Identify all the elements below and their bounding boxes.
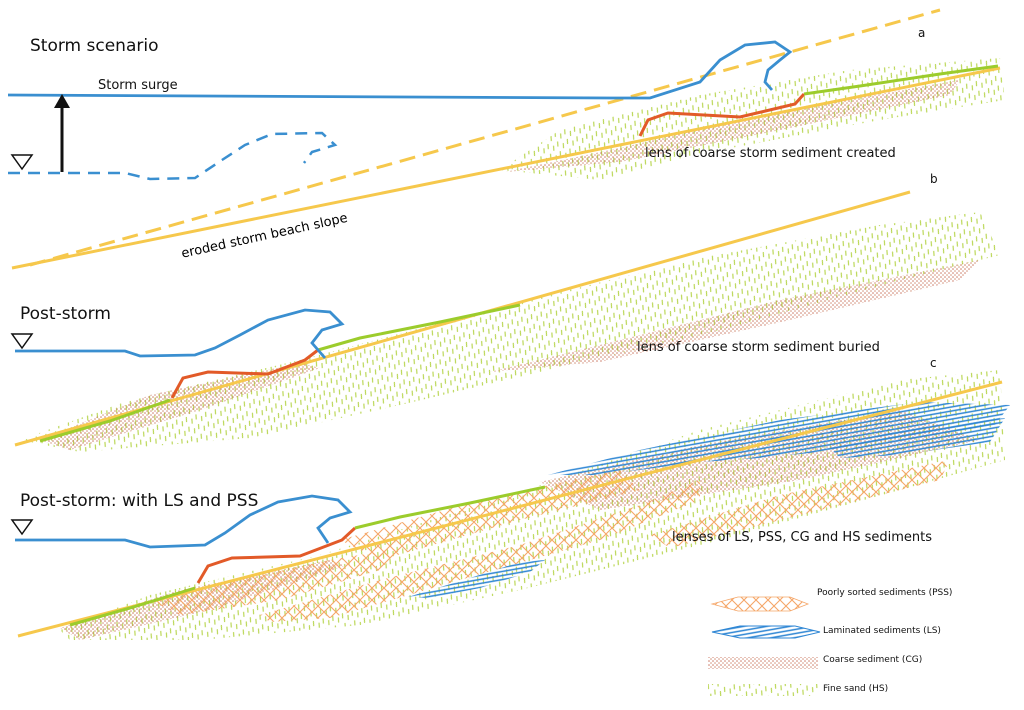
water-surface-c: [15, 494, 353, 549]
legend-swatch-hs: [708, 684, 818, 696]
legend-swatch-ls: [711, 625, 821, 639]
beach-slope-line-c: [17, 380, 1003, 638]
panel-b-lens-label: lens of coarse storm sediment buried: [637, 340, 880, 355]
panel-b: [10, 190, 1000, 452]
legend-swatches: [708, 596, 821, 696]
previous-slope-dashed-a: [29, 8, 941, 267]
water-level-triangle-icon: [10, 519, 34, 536]
beach-crest-b-upper: [317, 303, 521, 352]
panel-b-letter: b: [930, 172, 938, 186]
storm-surge-label: Storm surge: [98, 78, 178, 93]
water-surface-b: [15, 308, 345, 359]
legend-label-cg: Coarse sediment (CG): [823, 655, 923, 665]
fine-sand-body-b: [20, 212, 1000, 452]
panel-c-letter: c: [930, 356, 937, 370]
legend-label-ls: Laminated sediments (LS): [823, 626, 941, 636]
water-level-triangle-icon: [10, 154, 34, 171]
panel-c-lens-label: lenses of LS, PSS, CG and HS sediments: [672, 530, 932, 545]
coarse-lens-b-shallow: [40, 363, 320, 450]
panel-a-heading: Storm scenario: [30, 36, 159, 56]
ls-lens-c-right: [830, 418, 1005, 458]
pss-lens-c-shallow: [150, 548, 400, 615]
beach-crest-c: [69, 586, 196, 627]
ls-lens-c-lower: [408, 560, 545, 598]
coarse-lens-a: [505, 80, 960, 172]
coarse-lens-b-buried: [490, 260, 980, 372]
legend-label-hs: Fine sand (HS): [823, 684, 889, 694]
pss-lens-c-mid: [260, 480, 700, 622]
beach-crest-a: [803, 64, 999, 96]
berm-profile-b: [170, 348, 319, 399]
pss-lens-c-right: [650, 460, 950, 548]
berm-profile-a: [638, 92, 806, 137]
beach-crest-b: [39, 398, 171, 443]
panel-a: [7, 8, 1005, 270]
water-level-triangle-icon: [10, 333, 34, 350]
panel-c: [10, 370, 1010, 640]
arrow-up-icon: [54, 94, 70, 172]
panel-b-heading: Post-storm: [20, 304, 111, 324]
berm-profile-c: [196, 526, 357, 584]
legend-label-pss: Poorly sorted sediments (PSS): [817, 588, 953, 598]
legend-swatch-pss: [710, 596, 810, 612]
legend-swatch-cg: [708, 657, 818, 669]
normal-water-dashed: [8, 131, 338, 181]
storm-surge-line: [7, 40, 793, 100]
panel-c-heading: Post-storm: with LS and PSS: [20, 491, 259, 511]
panel-a-lens-label: lens of coarse storm sediment created: [645, 146, 896, 161]
beach-crest-c-upper: [354, 485, 546, 530]
panel-a-letter: a: [918, 26, 926, 40]
eroded-slope-line-a: [11, 66, 1001, 270]
